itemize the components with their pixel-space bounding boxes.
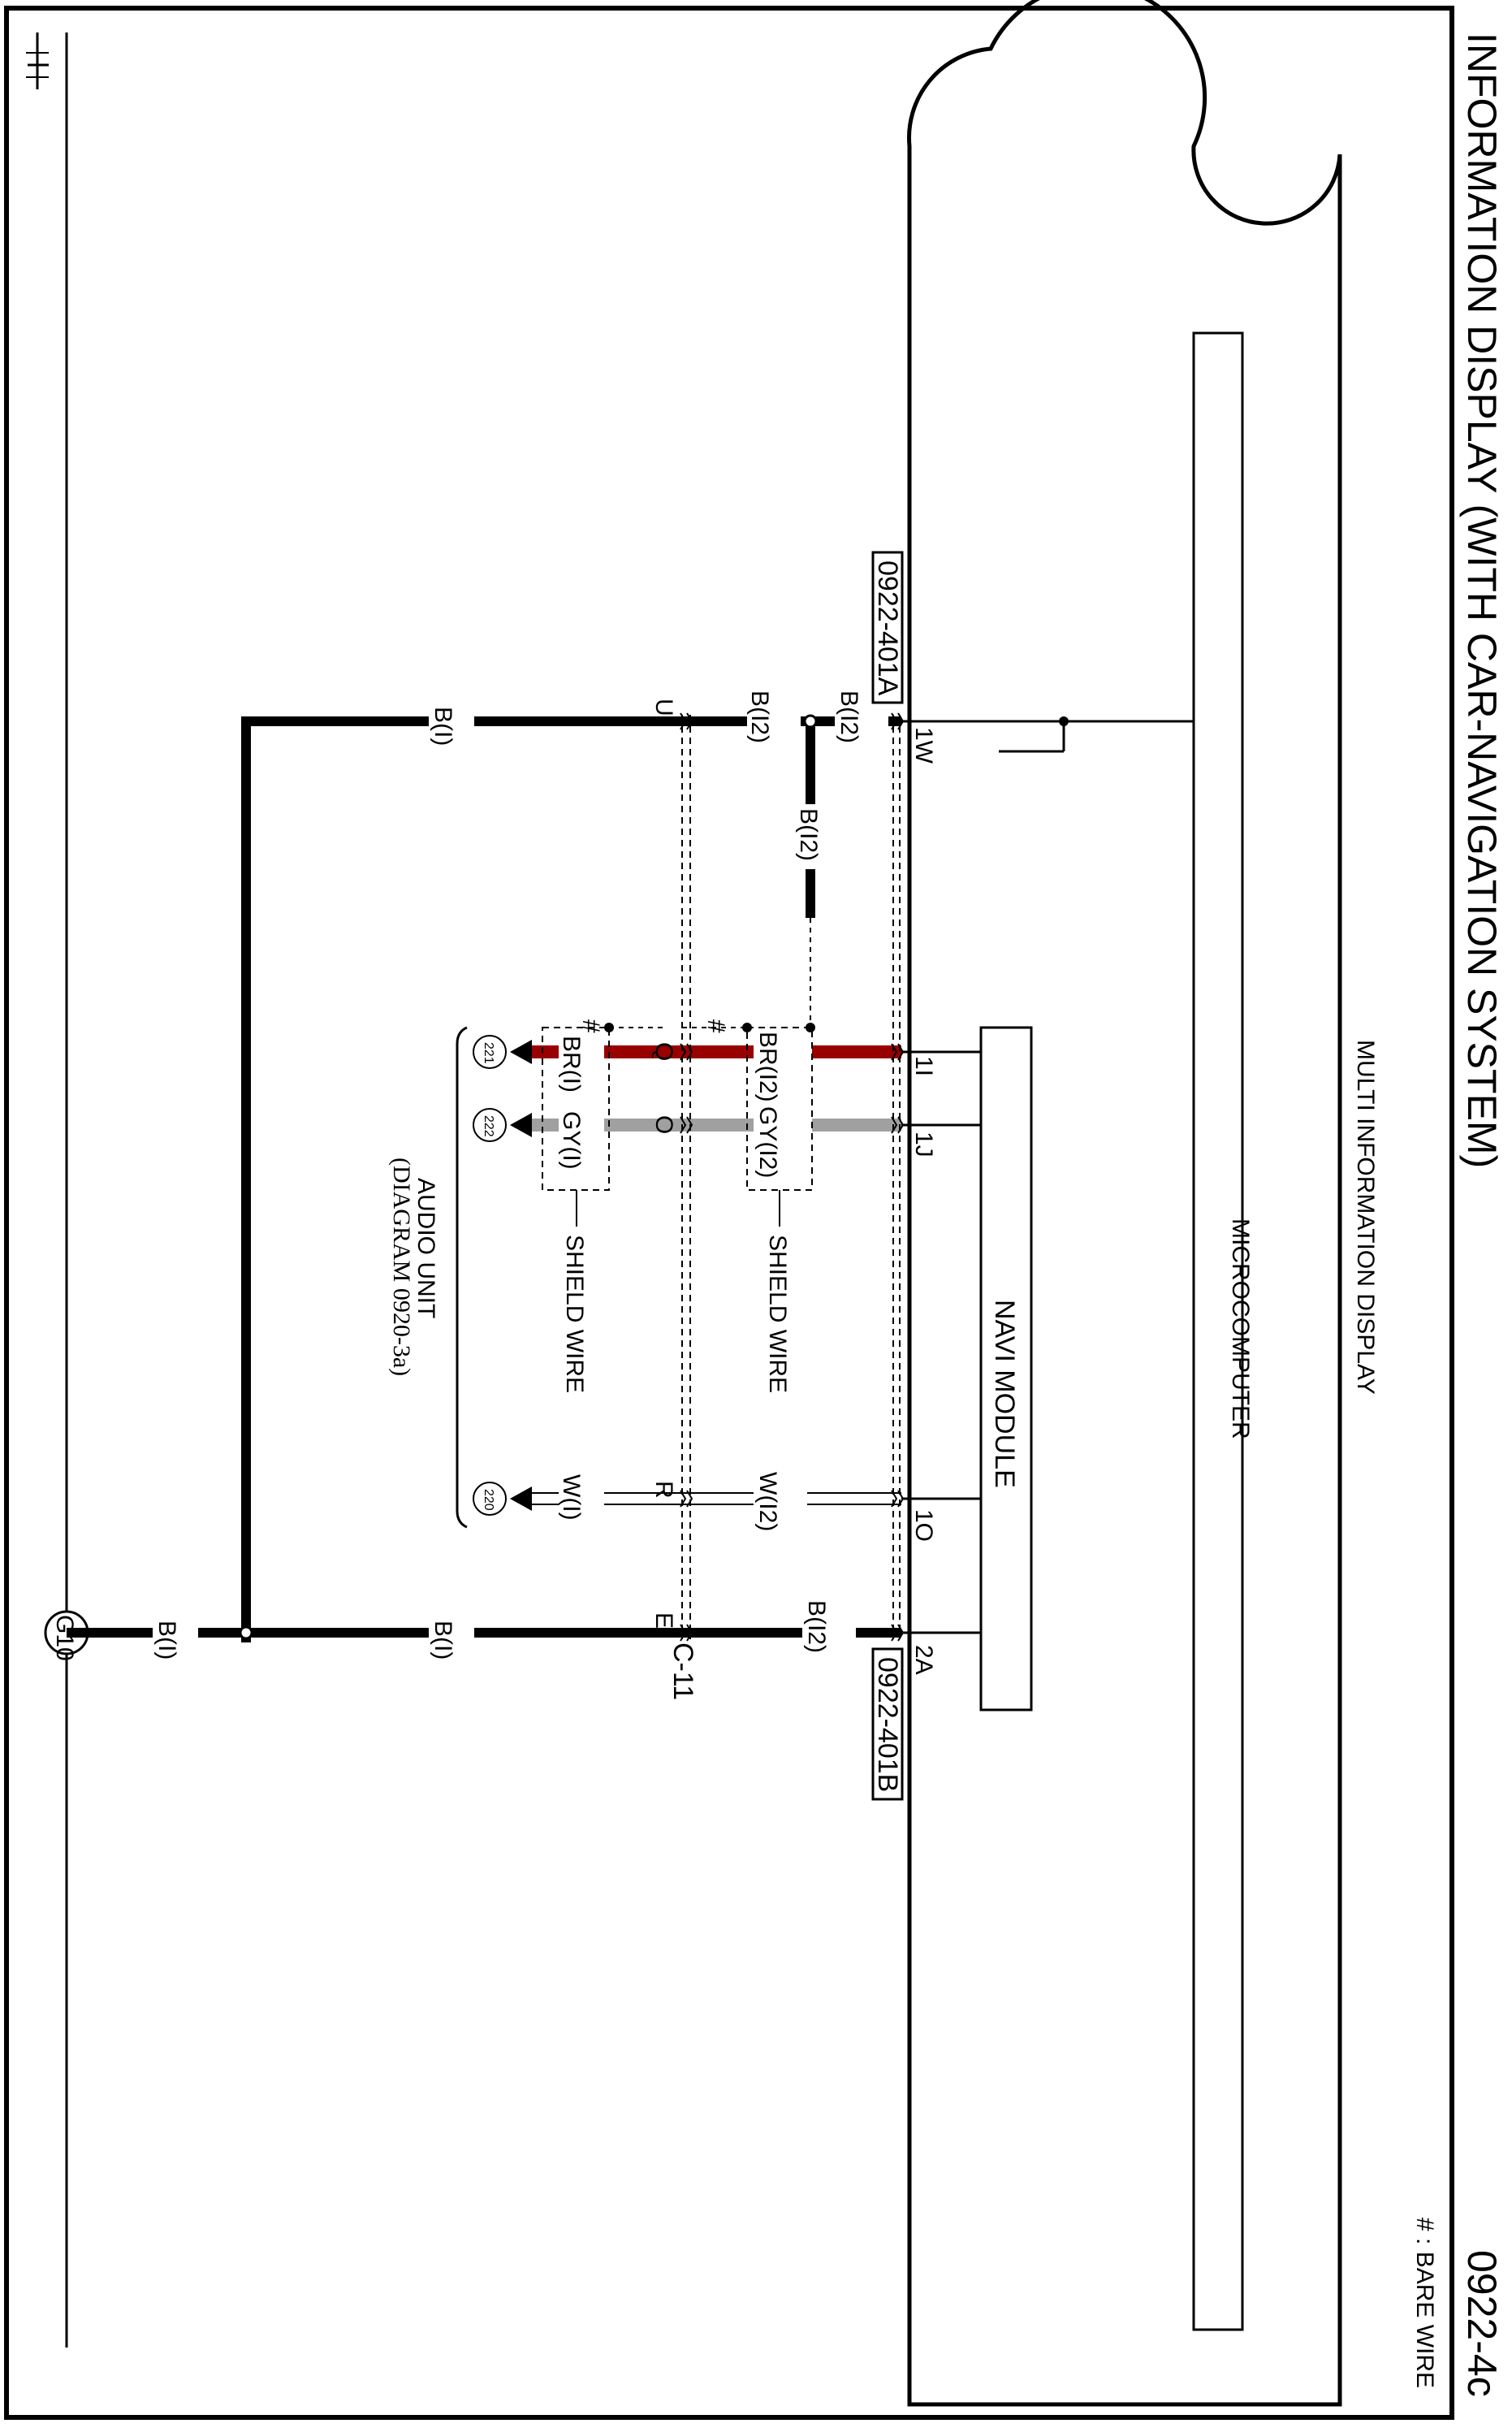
- microcomputer-box: MICROCOMPUTER: [1192, 331, 1254, 2331]
- internal-navi-wires: [901, 1050, 981, 1634]
- junction-pin-u: U: [650, 699, 677, 716]
- connector-chevrons: [680, 712, 905, 1642]
- audio-unit-bracket: [456, 1026, 468, 1529]
- wire-label-gy-i: GY(I): [558, 1111, 585, 1170]
- wire-label-b-i2-upper-a: B(I2): [836, 690, 862, 743]
- bare-mark-lower: #: [577, 1019, 604, 1033]
- wire-label-b-i-lower-a: B(I): [153, 1621, 180, 1660]
- microcomputer-label: MICROCOMPUTER: [1227, 1218, 1254, 1439]
- connector-0922-401a-label: 0922-401A: [872, 560, 903, 696]
- svg-text:221: 221: [482, 1042, 495, 1064]
- wire-label-b-i-upper: B(I): [430, 707, 456, 746]
- terminal-221: 221: [473, 1035, 532, 1069]
- multi-information-display-label: MULTI INFORMATION DISPLAY: [1352, 1040, 1379, 1395]
- ground-bus: [26, 32, 68, 2348]
- audio-unit-ref: (DIAGRAM 0920-3a): [388, 1158, 415, 1376]
- pin-2a: 2A: [910, 1645, 937, 1675]
- page-border: [4, 6, 1454, 2420]
- svg-text:SHIELD WIRE: SHIELD WIRE: [764, 1235, 791, 1393]
- junction-pin-q: Q: [650, 1042, 677, 1061]
- navi-module-label: NAVI MODULE: [989, 1300, 1020, 1488]
- navi-module-box: NAVI MODULE: [979, 1026, 1033, 1711]
- wire-ground-lower: [67, 1625, 901, 1640]
- junction-pin-e: E: [650, 1612, 677, 1629]
- wire-label-b-i2-upper-b: B(I2): [746, 690, 773, 743]
- wire-label-b-i-lower-b: B(I): [430, 1621, 456, 1660]
- wire-label-br-i2: BR(I2): [754, 1032, 781, 1102]
- wire-label-br-i: BR(I): [558, 1036, 585, 1093]
- pin-1j: 1J: [910, 1132, 937, 1158]
- wire-label-gy-i2: GY(I2): [754, 1106, 781, 1178]
- pin-1i: 1I: [910, 1056, 937, 1076]
- terminal-222: 222: [473, 1108, 532, 1142]
- wire-label-w-i: W(I): [558, 1474, 585, 1521]
- shield-box-upper: [742, 1023, 813, 1191]
- audio-unit-label: AUDIO UNIT: [413, 1178, 439, 1318]
- page-number: 0922-4c: [1459, 2250, 1505, 2397]
- junction-connector-c11: C-11: [667, 1642, 698, 1700]
- connector-0922-401a: 0922-401A: [871, 551, 904, 704]
- wire-label-b-i2-lower: B(I2): [803, 1600, 830, 1653]
- shield-wire-label-lower: SHIELD WIRE: [561, 1190, 588, 1393]
- page-title: INFORMATION DISPLAY (WITH CAR-NAVIGATION…: [1459, 32, 1505, 1168]
- junction-pin-r: R: [650, 1481, 677, 1499]
- pin-1w: 1W: [910, 727, 937, 764]
- svg-text:222: 222: [482, 1115, 495, 1137]
- wire-label-w-i2: W(I2): [754, 1472, 781, 1531]
- terminal-220: 220: [473, 1482, 532, 1516]
- junction-pin-o: O: [650, 1115, 677, 1134]
- connector-0922-401b-label: 0922-401B: [872, 1657, 903, 1792]
- shield-wire-label-upper: SHIELD WIRE: [764, 1190, 791, 1393]
- bare-mark-upper: #: [702, 1019, 729, 1033]
- wire-label-b-i2-branch: B(I2): [795, 808, 822, 861]
- svg-text:220: 220: [482, 1489, 495, 1511]
- legend-bare-wire: # : BARE WIRE: [1411, 2218, 1438, 2388]
- internal-ground-wire: [901, 716, 1194, 753]
- connector-0922-401b: 0922-401B: [871, 1647, 904, 1801]
- shield-dashed-runs: [681, 715, 901, 1639]
- svg-text:SHIELD WIRE: SHIELD WIRE: [561, 1235, 588, 1393]
- pin-1o: 1O: [910, 1509, 937, 1542]
- multi-information-display-box: [907, 0, 1342, 2407]
- ground-g10-label: G10: [51, 1615, 78, 1661]
